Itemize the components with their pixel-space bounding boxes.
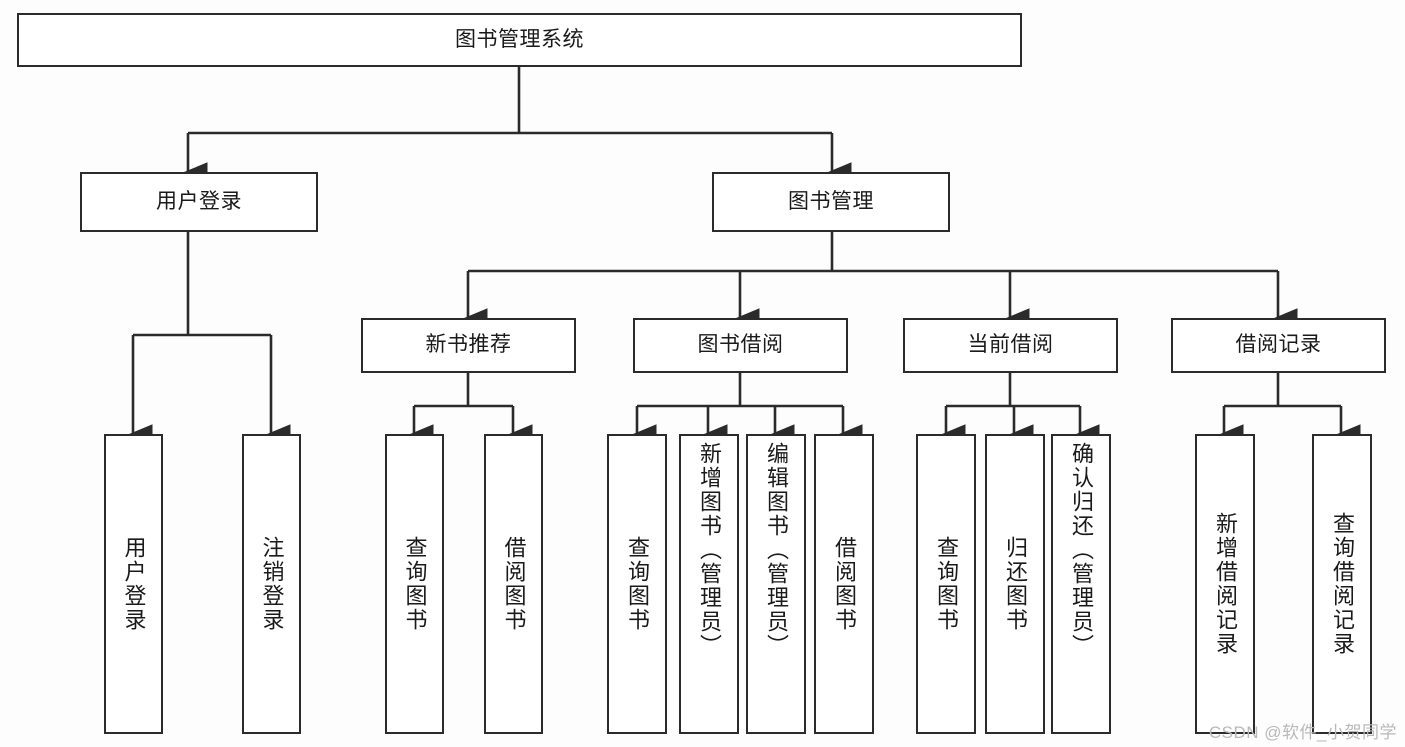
node-borrow-record-label: 借阅记录 [1235, 333, 1322, 357]
node-leaf-query-record[interactable]: 查询借阅记录 [1312, 434, 1372, 734]
node-leaf-borrow-book-1-label: 借阅图书 [501, 536, 527, 632]
node-root-label: 图书管理系统 [455, 27, 584, 51]
node-leaf-logout[interactable]: 注销登录 [242, 434, 301, 734]
node-leaf-add-record-label: 新增借阅记录 [1213, 512, 1238, 656]
node-borrow-record[interactable]: 借阅记录 [1171, 318, 1386, 373]
node-leaf-borrow-book-2[interactable]: 借阅图书 [814, 434, 874, 734]
node-current-borrow-label: 当前借阅 [967, 333, 1054, 357]
node-leaf-query-book-3-label: 查询图书 [934, 536, 959, 632]
node-leaf-borrow-book-2-label: 借阅图书 [832, 536, 857, 632]
node-leaf-query-book-2[interactable]: 查询图书 [607, 434, 667, 734]
node-new-book-recommend[interactable]: 新书推荐 [361, 318, 576, 373]
node-leaf-query-book-1[interactable]: 查询图书 [385, 434, 444, 734]
node-book-management[interactable]: 图书管理 [712, 172, 950, 232]
node-leaf-borrow-book-1[interactable]: 借阅图书 [484, 434, 543, 734]
node-root[interactable]: 图书管理系统 [17, 13, 1022, 67]
node-leaf-confirm-return[interactable]: 确认归还（管理员） [1051, 434, 1111, 734]
node-leaf-query-book-3[interactable]: 查询图书 [916, 434, 976, 734]
node-leaf-logout-label: 注销登录 [259, 536, 285, 632]
node-user-login-label: 用户登录 [156, 189, 242, 213]
node-book-borrow[interactable]: 图书借阅 [633, 318, 848, 373]
node-leaf-edit-book-label: 编辑图书（管理员） [764, 442, 789, 658]
node-user-login[interactable]: 用户登录 [80, 172, 318, 232]
node-leaf-return-book[interactable]: 归还图书 [985, 434, 1045, 734]
node-leaf-return-book-label: 归还图书 [1003, 536, 1028, 632]
node-current-borrow[interactable]: 当前借阅 [903, 318, 1118, 373]
node-book-management-label: 图书管理 [788, 189, 874, 213]
node-leaf-add-record[interactable]: 新增借阅记录 [1195, 434, 1255, 734]
node-leaf-confirm-return-label: 确认归还（管理员） [1069, 442, 1094, 658]
node-leaf-add-book-label: 新增图书（管理员） [697, 442, 722, 658]
node-leaf-edit-book[interactable]: 编辑图书（管理员） [746, 434, 806, 734]
node-leaf-query-book-1-label: 查询图书 [402, 536, 428, 632]
node-book-borrow-label: 图书借阅 [697, 333, 784, 357]
node-leaf-user-login-label: 用户登录 [121, 536, 147, 632]
node-leaf-query-record-label: 查询借阅记录 [1330, 512, 1355, 656]
node-leaf-add-book[interactable]: 新增图书（管理员） [679, 434, 739, 734]
node-leaf-user-login[interactable]: 用户登录 [104, 434, 163, 734]
node-leaf-query-book-2-label: 查询图书 [625, 536, 650, 632]
node-new-book-recommend-label: 新书推荐 [425, 333, 512, 357]
csdn-watermark: CSDN @软件_小贺同学 [1208, 723, 1397, 742]
